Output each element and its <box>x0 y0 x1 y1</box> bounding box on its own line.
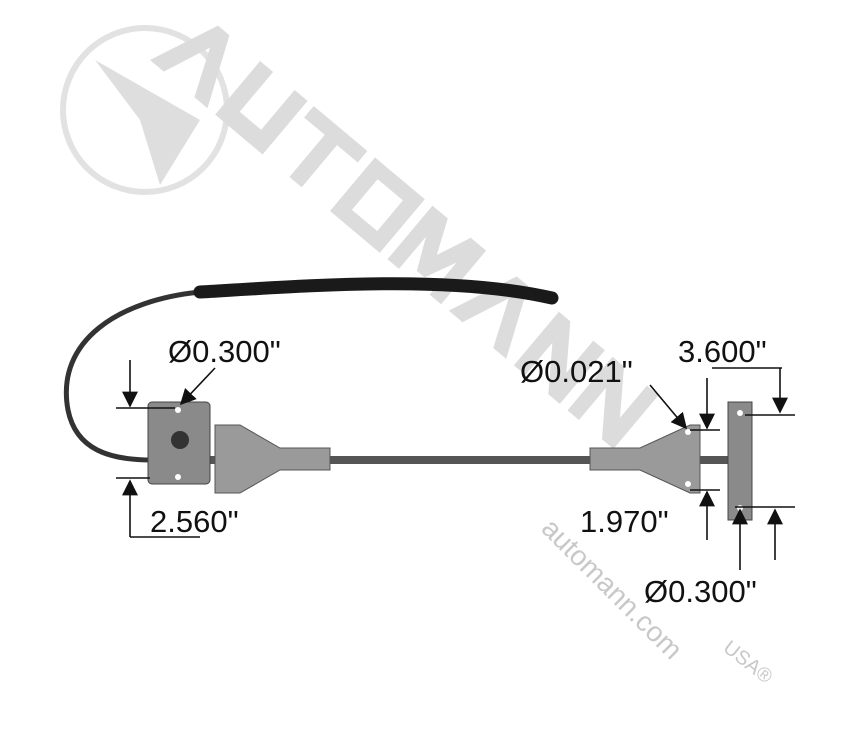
left-hole-diameter-label: Ø0.300" <box>168 334 281 369</box>
rod <box>150 456 748 464</box>
watermark-region: USA® <box>719 637 777 689</box>
right-hole-diameter-label: Ø0.300" <box>644 574 757 609</box>
right-small-hole-diameter-label: Ø0.021" <box>520 354 633 389</box>
right-hole-spacing-label: 1.970" <box>580 504 669 539</box>
left-arm-bracket <box>214 424 331 494</box>
right-plate-spacing-label: 3.600" <box>678 334 767 369</box>
right-end-plate <box>727 401 753 521</box>
left-bracket <box>147 401 211 485</box>
cable <box>63 277 559 463</box>
left-hole-spacing-label: 2.560" <box>150 504 239 539</box>
dimension-lines <box>116 360 795 570</box>
